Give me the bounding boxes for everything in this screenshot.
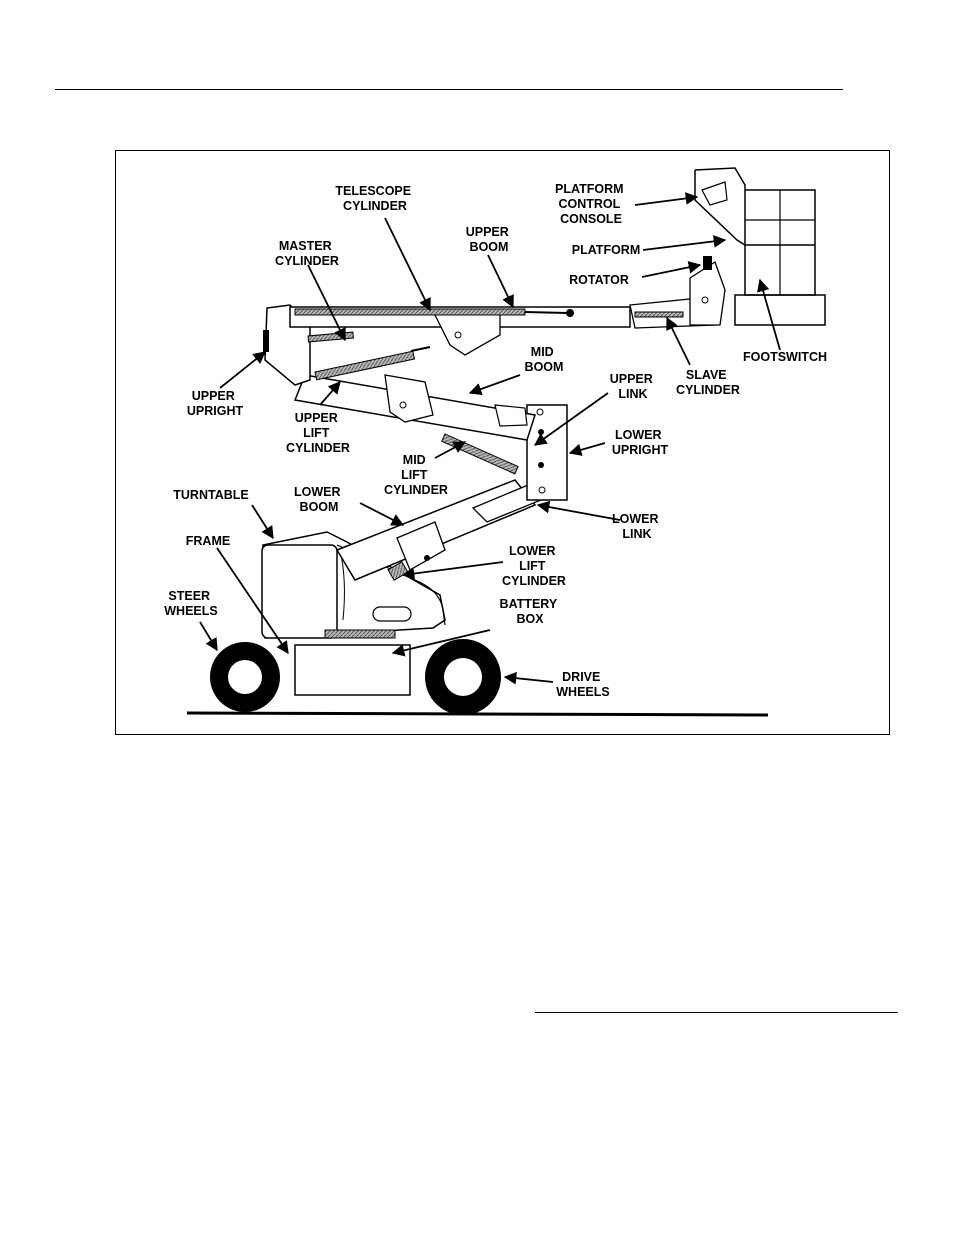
label-footswitch: FOOTSWITCH [743,350,827,364]
arrow-upper-link [533,392,609,446]
arrow-battery-box [391,629,491,657]
arrow-platform [642,235,727,251]
bottom-rule [535,1012,898,1013]
figure-frame [115,150,890,735]
label-master-cylinder: MASTER CYLINDER [275,239,339,268]
arrow-footswitch [757,278,781,351]
leader-arrows [199,192,781,685]
arrow-drive-wheels [503,671,554,685]
label-upper-lift-cylinder: UPPER LIFT CYLINDER [286,411,350,455]
arrow-lower-link [536,500,621,521]
label-upper-upright: UPPER UPRIGHT [187,389,244,418]
labels: TELESCOPE CYLINDER MASTER CYLINDER UPPER… [164,182,827,699]
label-turntable: TURNTABLE [173,488,248,502]
arrow-mid-boom [468,374,521,396]
arrow-upper-boom [487,254,514,309]
label-lower-upright: LOWER UPRIGHT [612,428,669,457]
label-frame: FRAME [186,534,230,548]
label-slave-cylinder: SLAVE CYLINDER [676,368,740,397]
arrow-frame [216,547,289,655]
upright-pins [536,408,546,494]
mid-boom [293,374,536,441]
arrow-upper-upright [219,351,266,389]
arrow-upper-lift-cylinder [319,381,341,406]
arrow-slave-cylinder [666,316,691,366]
label-lower-lift-cylinder: LOWER LIFT CYLINDER [502,544,566,588]
steer-wheel [210,642,280,712]
arrow-rotator [641,261,702,278]
rotator [703,256,712,270]
arrow-master-cylinder [307,264,346,342]
arrow-platform-control-console [634,192,699,206]
mid-lift-cylinder [441,433,519,475]
boom-lift-diagram: TELESCOPE CYLINDER MASTER CYLINDER UPPER… [164,167,827,717]
telescope-rod [524,311,568,314]
arrow-steer-wheels [199,621,218,652]
label-steer-wheels: STEER WHEELS [164,589,217,618]
master-cylinder [307,331,354,343]
lower-lift-cylinder [387,561,409,581]
label-platform: PLATFORM [572,243,641,257]
label-mid-lift-cylinder: MID LIFT CYLINDER [384,453,448,497]
arrow-turntable [251,504,274,540]
arrow-lower-upright [568,442,606,456]
label-upper-link: UPPER LINK [610,372,657,401]
drive-wheel [425,639,501,715]
label-drive-wheels: DRIVE WHEELS [556,670,609,699]
label-battery-box: BATTERY BOX [500,597,561,626]
arrow-mid-lift-cylinder [434,441,467,459]
upper-upright-plate [263,330,269,352]
upper-lift-cylinder [314,350,416,381]
label-telescope-cylinder: TELESCOPE CYLINDER [335,184,414,213]
label-mid-boom: MID BOOM [525,345,564,374]
arrow-telescope-cylinder [384,217,431,312]
upper-lift-rod [410,346,431,352]
battery-box [294,644,411,696]
label-upper-boom: UPPER BOOM [466,225,513,254]
label-lower-link: LOWER LINK [612,512,662,541]
label-platform-control-console: PLATFORM CONTROL CONSOLE [555,182,627,226]
label-lower-boom: LOWER BOOM [294,485,344,514]
top-rule [55,89,843,90]
slave-cylinder [634,311,684,318]
arrow-lower-lift-cylinder [401,561,504,580]
ground-line [186,711,769,717]
label-rotator: ROTATOR [569,273,629,287]
arrow-lower-boom [359,502,405,526]
telescope-pin [566,309,574,317]
